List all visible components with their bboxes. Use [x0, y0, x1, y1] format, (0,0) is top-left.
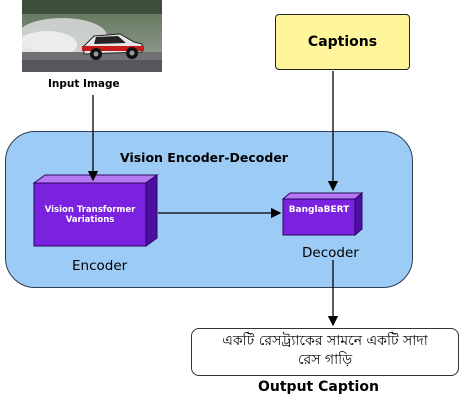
output-caption-label: Output Caption	[258, 379, 379, 395]
output-caption-line-1: একটি রেসট্র্যাকের সামনে একটি সাদা	[222, 333, 428, 349]
panel-title: Vision Encoder-Decoder	[120, 150, 288, 165]
output-caption-box: একটি রেসট্র্যাকের সামনে একটি সাদা রেস গা…	[191, 328, 459, 376]
encoder-label: Encoder	[72, 258, 128, 274]
input-image-label: Input Image	[48, 78, 120, 90]
drift-car-photo-icon	[22, 0, 162, 72]
decoder-cube	[281, 191, 364, 237]
decoder-label: Decoder	[302, 245, 359, 261]
encoder-cube	[32, 174, 159, 247]
output-caption-line-2: রেস গাড়ি	[297, 352, 353, 368]
captions-label: Captions	[307, 34, 378, 50]
encoder-box-text: Vision Transformer Variations	[44, 205, 136, 225]
input-image	[22, 0, 162, 72]
captions-box: Captions	[275, 14, 410, 70]
decoder-box-text: BanglaBERT	[288, 205, 350, 215]
